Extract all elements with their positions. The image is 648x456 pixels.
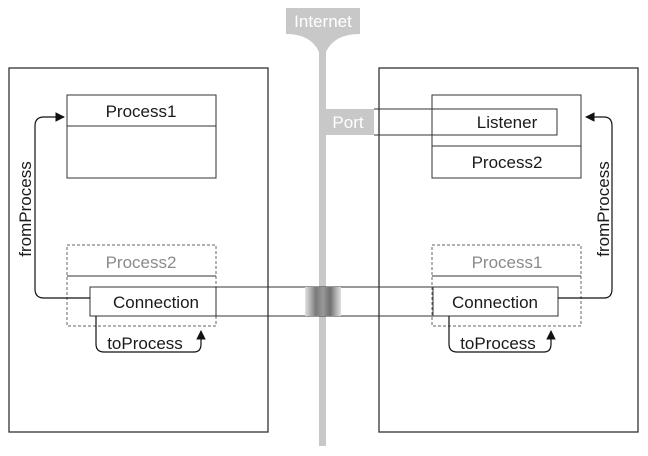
left-connection-box [89,286,217,317]
left-to-process-label: toProcess [107,334,183,353]
left-process1-box [66,94,217,179]
port-label: Port [332,113,363,132]
right-to-process-label: toProcess [460,334,536,353]
port-box [322,109,374,135]
listener-box [431,108,558,136]
right-from-process-label: fromProcess [594,161,613,256]
left-connection-label: Connection [113,293,199,312]
left-process1-title: Process1 [106,102,177,121]
left-remote-stub-box [66,244,217,327]
left-remote-stub-title: Process2 [106,253,177,272]
internet-line [286,8,360,446]
right-process2-title: Process2 [472,153,543,172]
right-connection-box [432,286,559,317]
left-to-process-arrow [95,316,206,353]
right-host-frame [378,67,639,433]
left-host-frame [8,67,269,433]
right-connection-label: Connection [452,293,538,312]
listener-label: Listener [477,113,538,132]
left-from-process-arrow [34,112,90,299]
right-remote-stub-title: Process1 [472,253,543,272]
connection-tunnel [216,286,433,317]
internet-label: Internet [294,12,352,31]
left-from-process-label: fromProcess [16,161,35,256]
right-remote-stub-box [431,244,582,327]
right-from-process-arrow [558,112,613,299]
right-to-process-arrow [448,316,556,353]
